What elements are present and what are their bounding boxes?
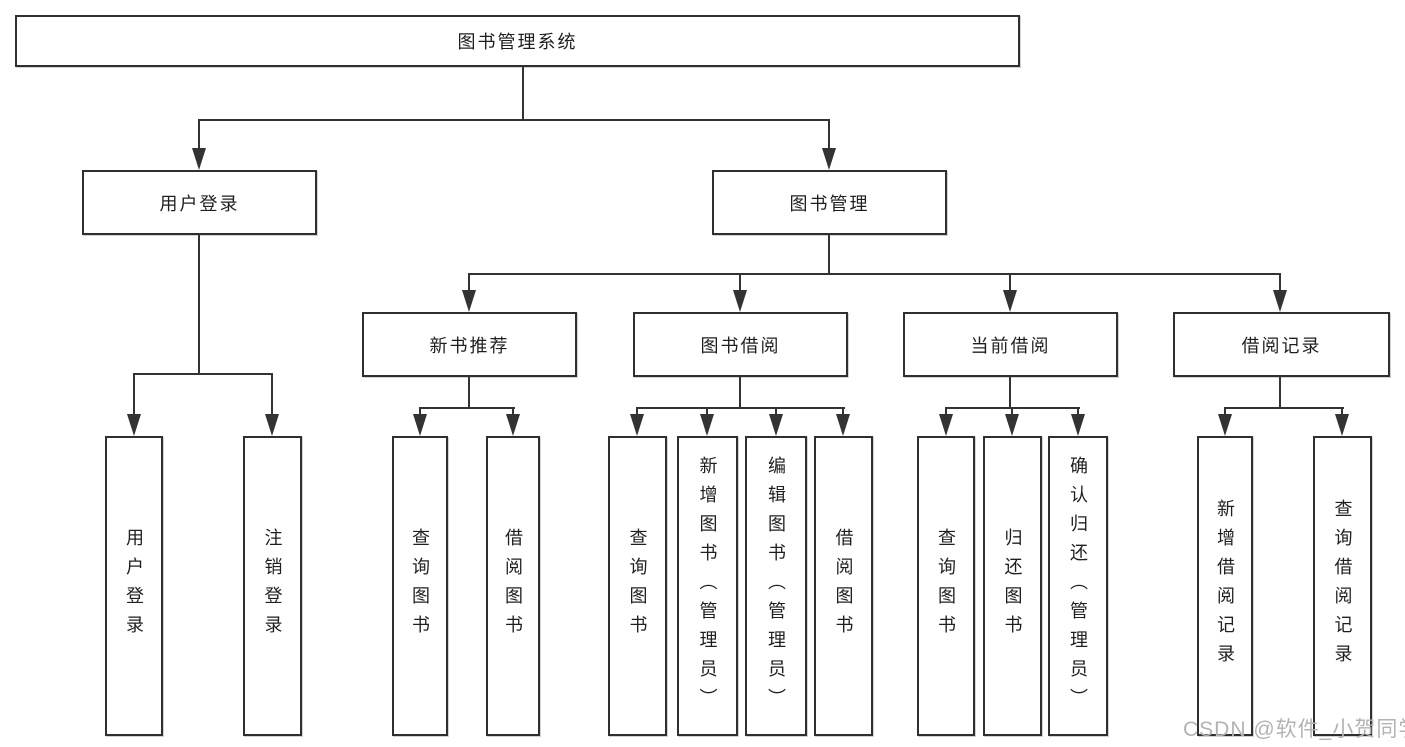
connector-line — [842, 407, 844, 419]
connector-line — [198, 119, 200, 154]
node-current-borrow: 当前借阅 — [903, 312, 1118, 377]
connector-line — [1279, 377, 1281, 409]
connector-line — [945, 407, 947, 419]
node-br-add-record: 新增借阅记录 — [1197, 436, 1253, 736]
node-bb-edit-book-label: 编辑图书（管理员） — [766, 455, 786, 717]
arrow-down-icon — [822, 148, 836, 170]
connector-line — [636, 407, 845, 409]
arrow-down-icon — [630, 414, 644, 436]
node-rec-query-book: 查询图书 — [392, 436, 448, 736]
connector-line — [198, 235, 200, 375]
connector-line — [1009, 273, 1011, 295]
node-rec-borrow-book: 借阅图书 — [486, 436, 540, 736]
connector-line — [828, 235, 830, 275]
arrow-down-icon — [769, 414, 783, 436]
arrow-down-icon — [1071, 414, 1085, 436]
node-rec-query-book-label: 查询图书 — [410, 528, 430, 644]
connector-line — [133, 373, 273, 375]
connector-line — [1011, 407, 1013, 419]
arrow-down-icon — [1273, 290, 1287, 312]
node-br-query-record-label: 查询借阅记录 — [1332, 499, 1353, 673]
node-root: 图书管理系统 — [15, 15, 1020, 67]
arrow-down-icon — [1335, 414, 1349, 436]
connector-line — [522, 67, 524, 121]
node-br-add-record-label: 新增借阅记录 — [1215, 499, 1235, 673]
connector-line — [636, 407, 638, 419]
connector-line — [468, 377, 470, 409]
node-cb-confirm-return-label: 确认归还（管理员） — [1068, 455, 1088, 717]
node-cb-query-book: 查询图书 — [917, 436, 975, 736]
connector-line — [1279, 273, 1281, 295]
connector-line — [1009, 377, 1011, 409]
node-logout: 注销登录 — [243, 436, 302, 736]
node-bb-query-book: 查询图书 — [608, 436, 667, 736]
node-cb-confirm-return: 确认归还（管理员） — [1048, 436, 1108, 736]
connector-line — [706, 407, 708, 419]
node-login-label: 用户登录 — [124, 528, 144, 644]
node-br-query-record: 查询借阅记录 — [1313, 436, 1372, 736]
node-login: 用户登录 — [105, 436, 163, 736]
node-book-mgmt-label: 图书管理 — [789, 193, 870, 214]
connector-line — [775, 407, 777, 419]
arrow-down-icon — [127, 414, 141, 436]
connector-line — [133, 373, 135, 418]
connector-line — [198, 119, 830, 121]
connector-line — [1341, 407, 1343, 419]
node-rec-borrow-book-label: 借阅图书 — [503, 528, 523, 644]
node-cb-query-book-label: 查询图书 — [936, 528, 956, 644]
node-book-mgmt: 图书管理 — [712, 170, 947, 235]
arrow-down-icon — [939, 414, 953, 436]
node-bb-borrow-book: 借阅图书 — [814, 436, 873, 736]
arrow-down-icon — [836, 414, 850, 436]
arrow-down-icon — [462, 290, 476, 312]
arrow-down-icon — [1218, 414, 1232, 436]
connector-line — [271, 373, 273, 418]
node-bb-borrow-book-label: 借阅图书 — [833, 528, 854, 644]
node-user-login-label: 用户登录 — [159, 193, 240, 214]
connector-line — [419, 407, 421, 419]
node-book-borrow-label: 图书借阅 — [700, 335, 781, 356]
node-new-book-rec-label: 新书推荐 — [429, 335, 510, 356]
node-user-login: 用户登录 — [82, 170, 317, 235]
watermark: CSDN @软件_小贺同学 — [1183, 718, 1405, 741]
connector-line — [1224, 407, 1344, 409]
connector-line — [828, 119, 830, 154]
connector-line — [468, 273, 1281, 275]
arrow-down-icon — [733, 290, 747, 312]
arrow-down-icon — [700, 414, 714, 436]
node-book-borrow: 图书借阅 — [633, 312, 848, 377]
connector-line — [468, 273, 470, 295]
connector-line — [1224, 407, 1226, 419]
connector-line — [419, 407, 515, 409]
node-bb-add-book-label: 新增图书（管理员） — [697, 455, 718, 717]
node-cb-return-book: 归还图书 — [983, 436, 1042, 736]
node-bb-query-book-label: 查询图书 — [627, 528, 648, 644]
arrow-down-icon — [506, 414, 520, 436]
node-cb-return-book-label: 归还图书 — [1002, 528, 1023, 644]
node-logout-label: 注销登录 — [262, 528, 283, 644]
arrow-down-icon — [1003, 290, 1017, 312]
arrow-down-icon — [265, 414, 279, 436]
node-bb-edit-book: 编辑图书（管理员） — [745, 436, 807, 736]
node-root-label: 图书管理系统 — [457, 32, 578, 52]
connector-line — [512, 407, 514, 419]
node-borrow-records-label: 借阅记录 — [1241, 335, 1322, 356]
arrow-down-icon — [413, 414, 427, 436]
arrow-down-icon — [1005, 414, 1019, 436]
arrow-down-icon — [192, 148, 206, 170]
node-current-borrow-label: 当前借阅 — [970, 335, 1051, 356]
connector-line — [739, 377, 741, 409]
connector-line — [739, 273, 741, 295]
node-new-book-rec: 新书推荐 — [362, 312, 577, 377]
node-bb-add-book: 新增图书（管理员） — [677, 436, 738, 736]
node-borrow-records: 借阅记录 — [1173, 312, 1390, 377]
connector-line — [1077, 407, 1079, 419]
